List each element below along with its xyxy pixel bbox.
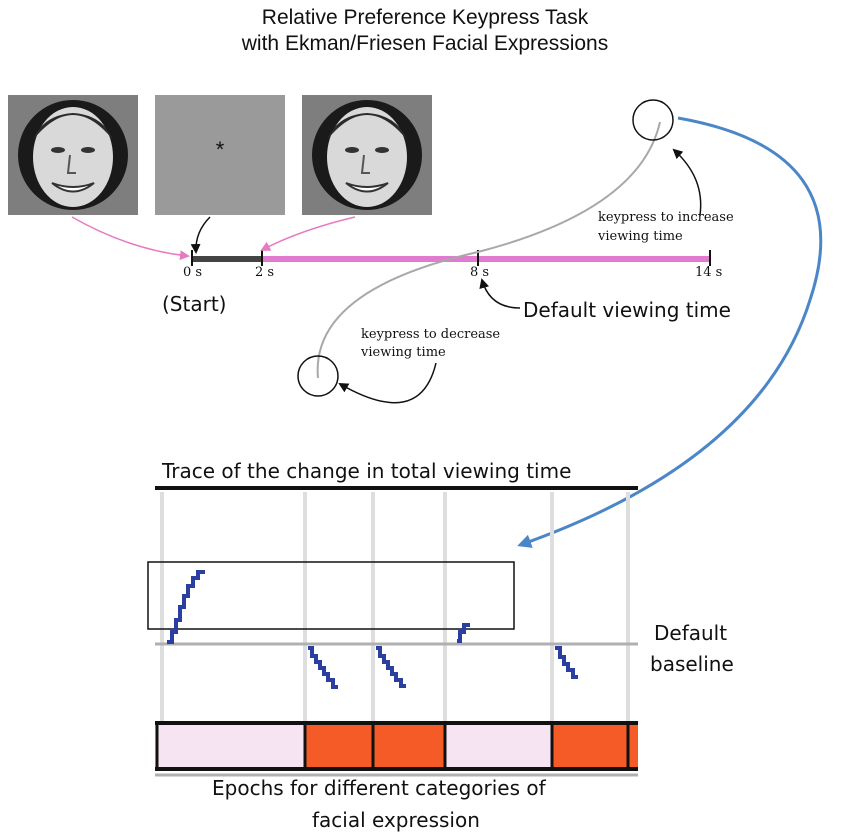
trace-segment-4 [457, 623, 470, 643]
tick-label-0s: 0 s [183, 265, 203, 280]
increase-arrow [672, 148, 702, 216]
zoom-arrow [517, 116, 823, 548]
diagram-title-line-2: with Ekman/Friesen Facial Expressions [241, 32, 609, 55]
epoch-emotional-1 [305, 722, 373, 770]
face-photo-1 [8, 95, 138, 215]
epoch-emotional-2 [373, 722, 445, 770]
epochs-label-line-1: Epochs for different categories of [212, 776, 546, 800]
epoch-neutral-2 [445, 722, 552, 770]
fixation-interval-bar [192, 256, 262, 262]
epochs-label-line-2: facial expression [312, 808, 480, 832]
decrease-circle [297, 355, 339, 397]
baseline-label-line-2: baseline [650, 652, 734, 676]
trace-segment-2 [308, 646, 338, 689]
epoch-emotional-4 [628, 722, 638, 770]
zoom-box [147, 561, 515, 630]
fixation-arrow [190, 216, 211, 254]
fixation-asterisk: * [215, 137, 225, 162]
increase-label-line-1: keypress to increase [598, 210, 734, 225]
baseline-label-line-1: Default [654, 621, 728, 645]
default-viewing-time-label: Default viewing time [523, 298, 731, 322]
epoch-neutral-1 [155, 722, 305, 770]
start-label: (Start) [162, 292, 227, 316]
smiling-face-image [18, 100, 128, 210]
epoch-emotional-3 [552, 722, 628, 770]
decrease-label-line-1: keypress to decrease [361, 327, 501, 342]
tick-label-2s: 2 s [255, 265, 275, 280]
increase-circle [632, 99, 674, 141]
trace-title: Trace of the change in total viewing tim… [162, 459, 572, 483]
trace-panel [147, 486, 638, 777]
tick-label-8s: 8 s [470, 265, 490, 280]
fixation-screen: * [155, 95, 285, 215]
tick-label-14s: 14 s [695, 265, 723, 280]
trace-segment-1 [167, 570, 205, 644]
decrease-arrow [338, 362, 437, 404]
increase-label-line-2: viewing time [598, 229, 683, 244]
diagram-title-line-1: Relative Preference Keypress Task [261, 6, 589, 29]
face-photo-2 [302, 95, 432, 215]
smiling-face-image [312, 100, 422, 210]
default-arrow [479, 278, 521, 309]
pink-arrow-1 [71, 216, 190, 261]
keypress-curve [316, 121, 661, 379]
pink-arrow-2 [260, 216, 356, 251]
trace-segment-5 [555, 646, 578, 679]
trace-segment-3 [376, 646, 406, 688]
decrease-label-line-2: viewing time [361, 345, 446, 360]
